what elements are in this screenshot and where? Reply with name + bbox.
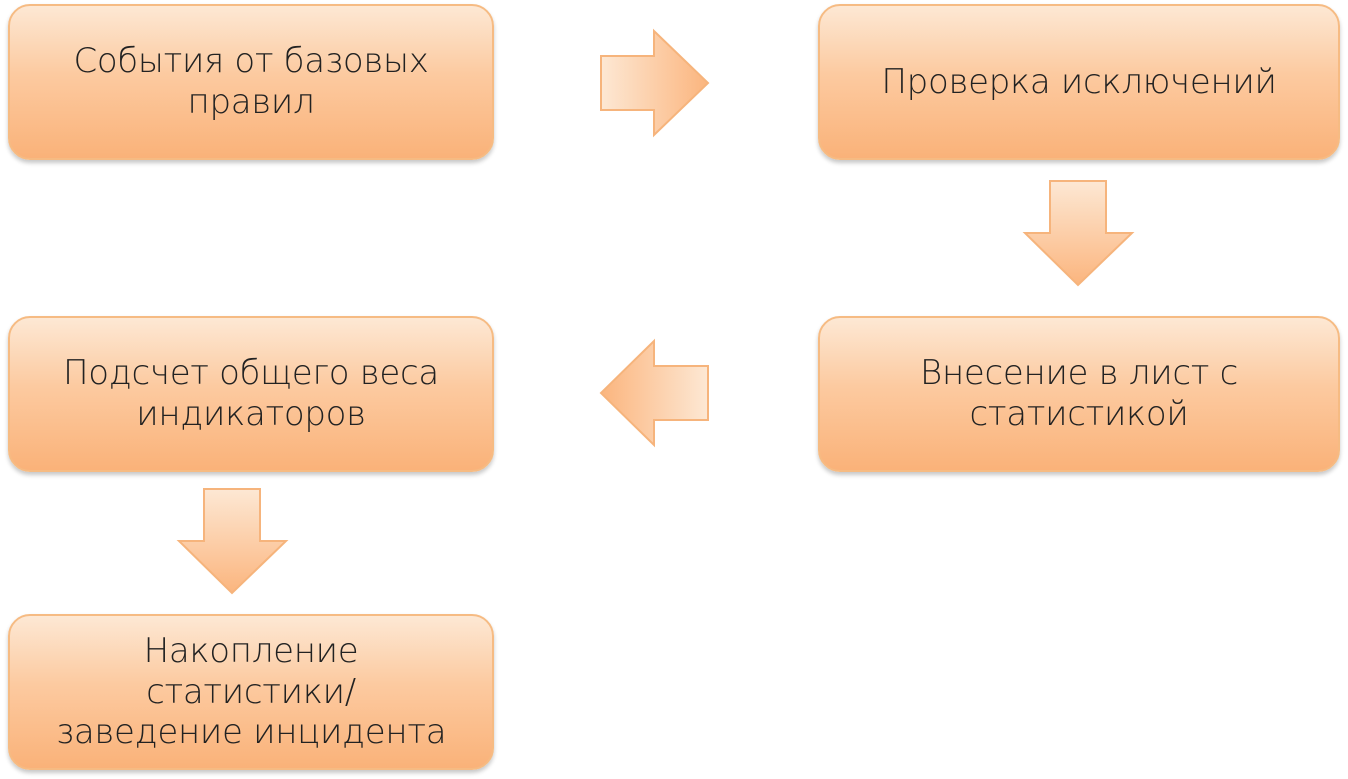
arrow-down-icon [1022,180,1135,287]
step-box-incident: Накопление статистики/ заведение инциден… [8,614,494,770]
arrow-left-icon [599,338,709,448]
arrow-right-icon [600,28,710,138]
step-label: Проверка исключений [881,61,1277,102]
step-box-exceptions-check: Проверка исключений [818,4,1340,160]
step-label: Внесение в лист с статистикой [920,353,1238,434]
step-box-base-rules-events: События от базовых правил [8,4,494,160]
step-box-total-weight: Подсчет общего веса индикаторов [8,316,494,472]
step-box-statistics-sheet: Внесение в лист с статистикой [818,316,1340,472]
arrow-down-icon [176,488,289,595]
step-label: События от базовых правил [73,41,429,122]
step-label: Накопление статистики/ заведение инциден… [55,630,447,753]
step-label: Подсчет общего веса индикаторов [63,353,439,434]
